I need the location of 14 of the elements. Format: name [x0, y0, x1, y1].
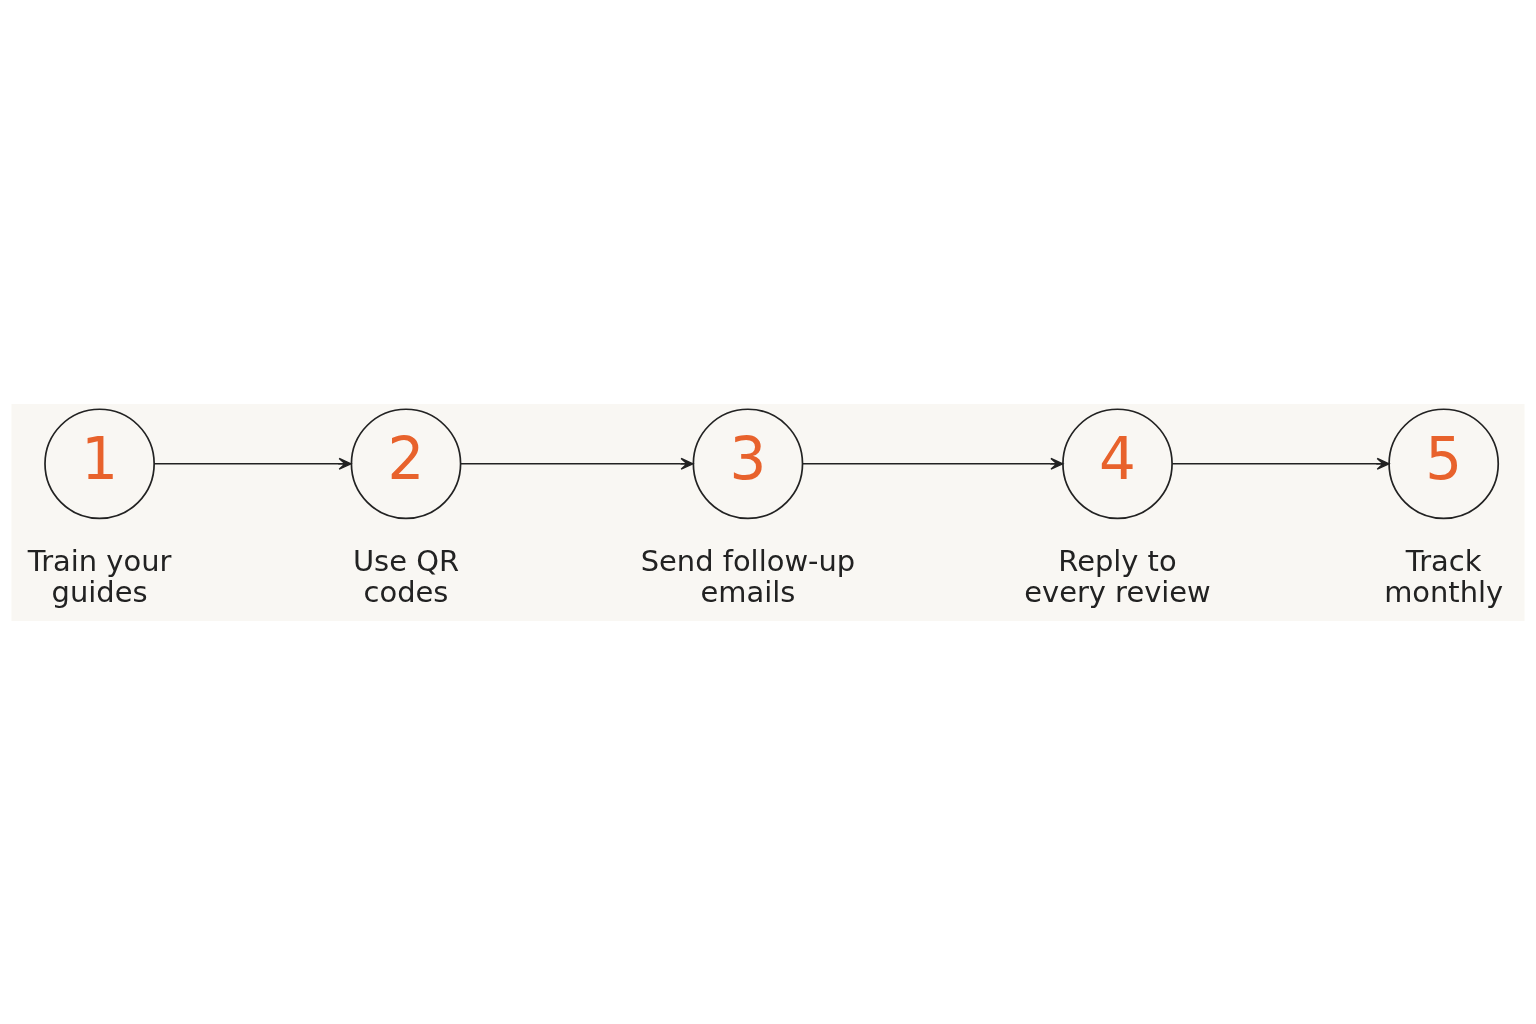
node-label: Train your guides: [27, 543, 172, 609]
node-label: Send follow-up emails: [640, 543, 856, 609]
arrow: [1171, 457, 1390, 470]
node-circle: 5: [1388, 407, 1500, 519]
arrow: [153, 457, 352, 470]
arrow: [460, 457, 694, 470]
node-circle: 2: [350, 407, 462, 519]
node-label: Reply to every review: [1024, 543, 1211, 609]
node-label: Use QR codes: [352, 543, 460, 609]
node-label: Track monthly: [1384, 543, 1504, 609]
node-circle: 1: [44, 407, 155, 519]
node-circle: 4: [1062, 407, 1173, 519]
arrow: [802, 457, 1064, 470]
node-circle: 3: [692, 407, 804, 519]
